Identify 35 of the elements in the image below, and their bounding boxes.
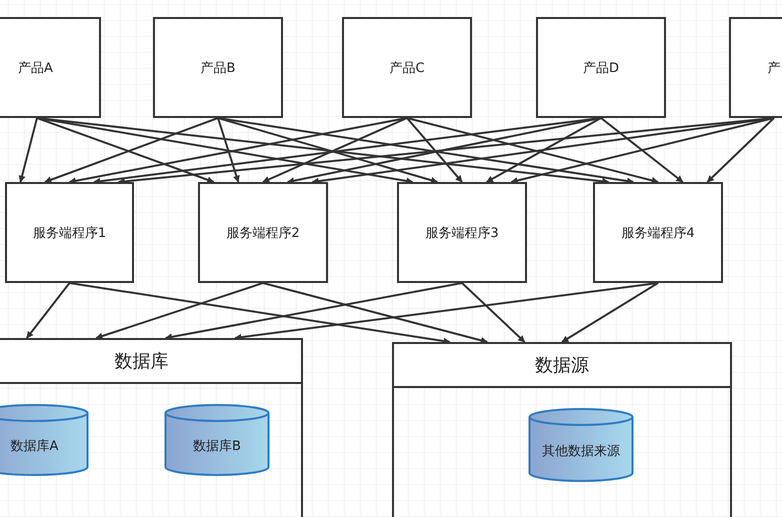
arrow [461,282,526,343]
arrow [165,282,462,340]
process-box: 产品B [153,17,283,118]
group-title: 数据库 [0,340,301,384]
arrow [486,117,602,183]
arrow [69,282,450,344]
arrow [218,117,438,184]
process-box: 产品A [0,17,101,118]
arrow [262,282,488,344]
arrow [217,118,240,183]
database-cylinder: 数据库A [0,404,89,476]
process-box: 产品C [342,17,472,118]
group-box [0,338,303,517]
group-title: 数据源 [394,344,730,388]
arrow [26,282,70,339]
arrow [262,117,408,183]
process-box: 服务端程序4 [593,182,723,283]
process-box: 产品D [536,17,666,118]
process-box: 服务端程序1 [5,182,134,283]
arrow [96,282,264,340]
arrow [406,117,463,183]
arrow [600,117,684,183]
process-box: 产 [729,17,782,118]
arrow [234,282,658,341]
arrow [287,117,602,184]
arrow [561,282,659,343]
arrow [406,117,659,184]
arrow [706,117,775,183]
process-box: 服务端程序2 [198,182,328,283]
arrow [18,118,38,183]
group-box [392,342,732,517]
arrow [510,117,774,184]
database-cylinder: 数据库B [164,404,270,476]
database-cylinder: 其他数据来源 [528,408,634,482]
process-box: 服务端程序3 [397,182,527,283]
